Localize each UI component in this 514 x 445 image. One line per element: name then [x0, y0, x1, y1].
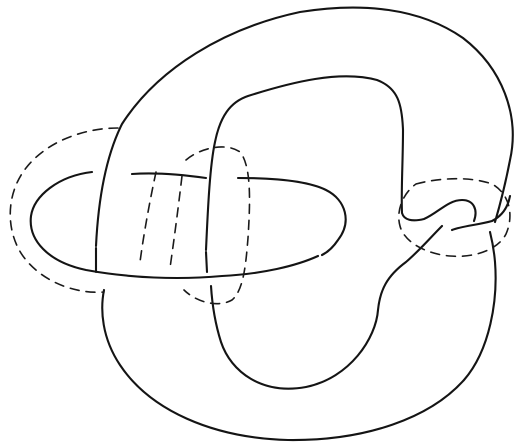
- left-dashed-loop: [10, 128, 118, 292]
- outer-upper-loop-strand: [96, 8, 513, 246]
- front-crossing-strand-2: [206, 252, 207, 272]
- inner-lower-strand: [211, 226, 442, 389]
- horizontal-oval-left: [31, 172, 318, 278]
- solid-strands: [31, 8, 513, 440]
- horizontal-oval-right: [132, 173, 346, 255]
- center-dashed-loop: [184, 147, 250, 304]
- dashed-strands: [10, 128, 510, 304]
- dashed-vertical-2: [170, 176, 182, 268]
- dashed-vertical-1: [140, 172, 156, 262]
